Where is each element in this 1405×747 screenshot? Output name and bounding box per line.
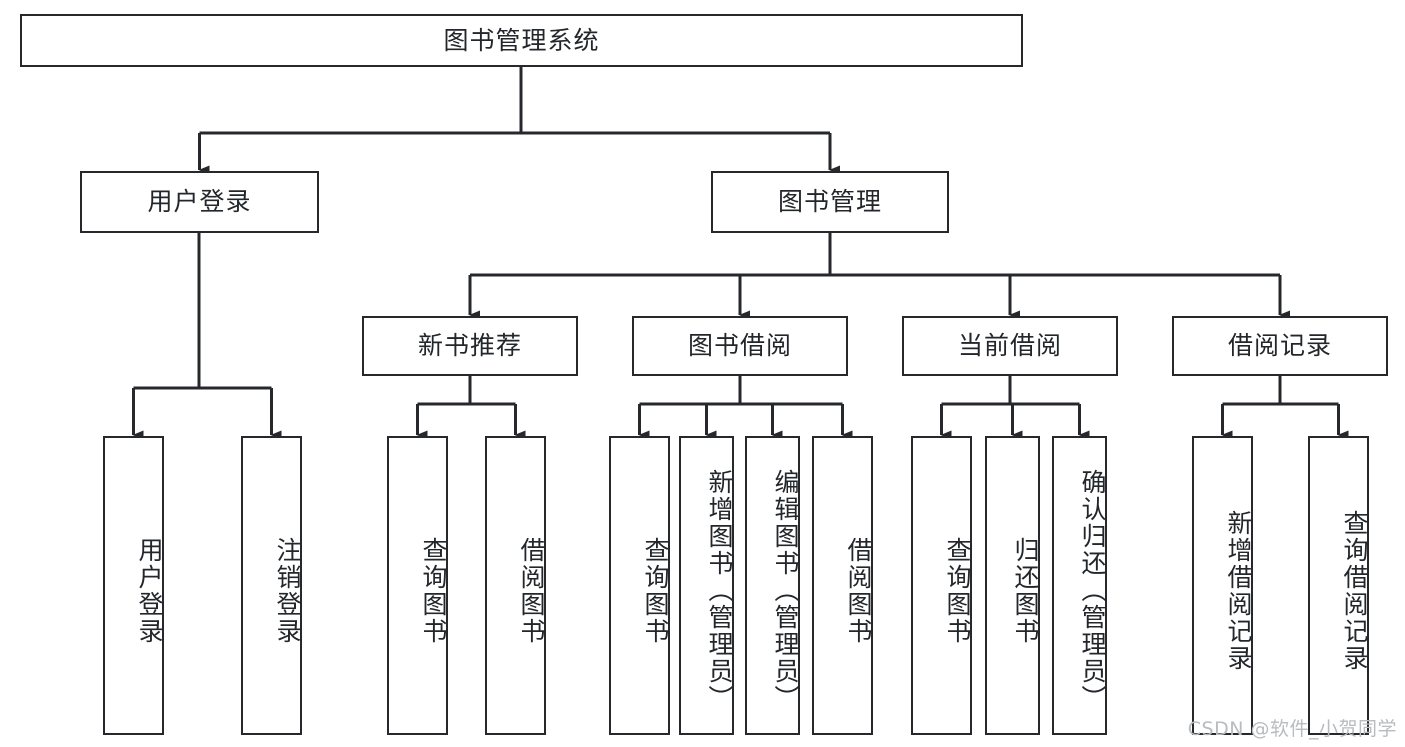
node-label: 借阅图书 [844,536,873,645]
node-leaf-edit-book[interactable]: 编辑图书（管理员） [745,436,800,735]
node-leaf-query-record[interactable]: 查询借阅记录 [1308,436,1369,735]
node-leaf-user-login[interactable]: 用户登录 [103,436,164,735]
node-label: 借阅记录 [1227,331,1332,361]
node-label: 查询图书 [641,536,670,645]
node-label: 借阅图书 [517,536,546,645]
node-label: 查询借阅记录 [1340,509,1369,672]
node-root[interactable]: 图书管理系统 [20,14,1023,67]
node-user-login[interactable]: 用户登录 [80,171,319,233]
node-label: 编辑图书（管理员） [771,469,800,712]
node-new-book-recommend[interactable]: 新书推荐 [362,316,578,376]
node-leaf-query-book-3[interactable]: 查询图书 [911,436,972,735]
node-current-borrow[interactable]: 当前借阅 [902,316,1118,376]
node-borrow-record[interactable]: 借阅记录 [1172,316,1388,376]
node-label: 确认归还（管理员） [1078,469,1107,712]
node-leaf-query-book-1[interactable]: 查询图书 [387,436,448,735]
node-leaf-query-book-2[interactable]: 查询图书 [609,436,670,735]
node-leaf-add-book[interactable]: 新增图书（管理员） [679,436,734,735]
node-label: 查询图书 [943,536,972,645]
node-label: 新书推荐 [417,331,522,361]
node-label: 图书管理系统 [443,25,600,55]
node-leaf-borrow-book-1[interactable]: 借阅图书 [485,436,546,735]
node-leaf-user-logout[interactable]: 注销登录 [241,436,302,735]
node-label: 图书借阅 [687,331,792,361]
node-book-manage[interactable]: 图书管理 [711,171,949,233]
node-leaf-add-record[interactable]: 新增借阅记录 [1192,436,1253,735]
node-leaf-borrow-book-2[interactable]: 借阅图书 [812,436,873,735]
node-label: 新增图书（管理员） [705,469,734,712]
node-label: 当前借阅 [957,331,1062,361]
node-label: 用户登录 [147,187,252,217]
node-label: 查询图书 [419,536,448,645]
node-label: 注销登录 [273,536,302,645]
node-leaf-confirm-return[interactable]: 确认归还（管理员） [1052,436,1107,735]
node-book-borrow[interactable]: 图书借阅 [632,316,848,376]
node-label: 归还图书 [1011,536,1040,645]
node-label: 图书管理 [777,187,882,217]
node-leaf-return-book[interactable]: 归还图书 [985,436,1040,735]
node-label: 用户登录 [135,536,164,645]
node-label: 新增借阅记录 [1224,509,1253,672]
